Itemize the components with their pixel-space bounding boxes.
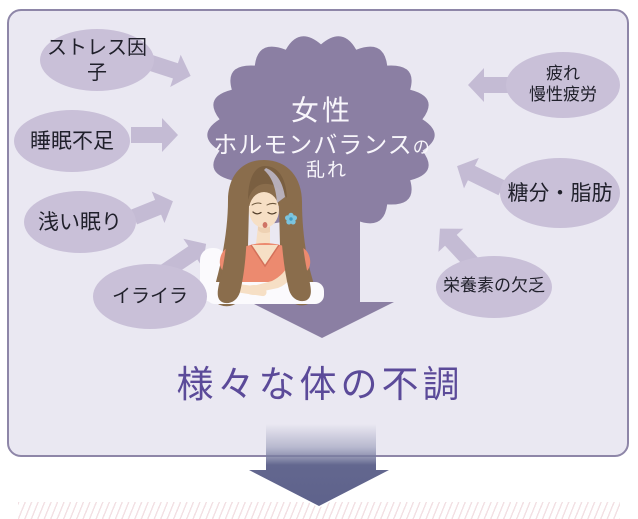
v-neck-skin (251, 245, 279, 266)
mouth (262, 222, 268, 228)
arrow-from-fatigue (468, 68, 512, 102)
cloud-title-line1: 女性 (290, 94, 353, 127)
bubble-fatigue-line2: 慢性疲労 (529, 85, 597, 105)
arrow-from-shallow-sleep (131, 191, 173, 225)
arrow-from-sugar-fat (457, 157, 506, 196)
bubble-sleep-shortage-label: 睡眠不足 (30, 128, 114, 153)
sigh-flower-icon (285, 212, 297, 225)
cloud-title-line2-particle: の (412, 138, 431, 158)
woman-face (249, 192, 279, 228)
hands (245, 285, 263, 295)
right-arm (249, 263, 296, 294)
bubble-shallow-sleep: 浅い眠り (24, 191, 136, 253)
bottom-stripes-decoration (18, 502, 620, 519)
cloud-to-result-arrow (250, 210, 394, 338)
bubble-irritability-label: イライラ (111, 284, 188, 307)
cloud-title-line2-main: ホルモンバランス (213, 131, 413, 159)
neck-shadow (258, 226, 270, 234)
woman-fringe (248, 166, 287, 200)
arrow-from-sleep-shortage (131, 118, 178, 152)
bubble-stress: ストレス因子 (40, 29, 154, 91)
front-hair-lock-right (280, 202, 311, 302)
eyebrows (251, 202, 277, 206)
bubble-sugar-fat-label: 糖分・脂肪 (507, 180, 613, 205)
bubble-fatigue-label: 疲れ 慢性疲労 (529, 64, 597, 107)
bubble-stress-label: ストレス因子 (47, 35, 147, 84)
cloud-title-line3: 乱れ (305, 159, 348, 181)
result-exit-arrow (247, 422, 391, 508)
bubble-sleep-shortage: 睡眠不足 (14, 110, 130, 172)
closed-eyes (252, 211, 277, 215)
arrow-from-stress (142, 53, 191, 88)
bubble-sugar-fat: 糖分・脂肪 (500, 158, 620, 228)
bubble-fatigue: 疲れ 慢性疲労 (506, 52, 620, 118)
bubble-shallow-sleep-label: 浅い眠り (38, 209, 122, 234)
hair-gray-streak (264, 168, 285, 203)
front-hair-lock-left (217, 202, 248, 304)
v-neck-collar (250, 244, 280, 268)
result-headline: 様々な体の不調 (176, 363, 464, 406)
woman-illustration (200, 160, 324, 307)
bubble-fatigue-line1: 疲れ (546, 63, 580, 84)
bubble-nutrient-deficiency-label: 栄養素の欠乏 (443, 276, 545, 297)
cloud-title-line2: ホルモンバランスの (172, 125, 472, 160)
bubble-nutrient-deficiency: 栄養素の欠乏 (436, 256, 552, 318)
bubble-irritability: イライラ (93, 264, 207, 329)
